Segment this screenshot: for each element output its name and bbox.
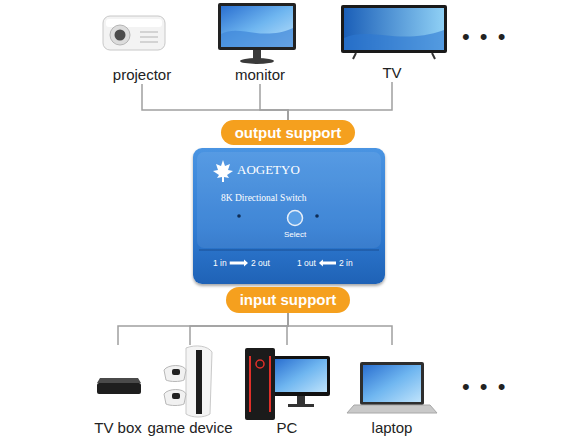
- laptop-base: [347, 405, 437, 413]
- pc-light: [249, 356, 251, 412]
- console-shell: [186, 346, 212, 417]
- connector-line: [118, 313, 288, 345]
- device-label: TV box: [94, 419, 142, 437]
- switch-top-face: [197, 152, 381, 248]
- monitor-screen: [221, 6, 293, 47]
- device-label: TV: [382, 64, 401, 82]
- switch-label: 2 in: [339, 258, 353, 268]
- controller: [164, 390, 186, 406]
- controller-pad: [172, 393, 180, 399]
- console-core: [196, 350, 202, 414]
- device-node: TV: [340, 0, 444, 82]
- pc-monitor-neck: [297, 396, 305, 404]
- laptop-lid: [360, 362, 424, 405]
- projector-vent: [140, 41, 158, 43]
- projector-top: [106, 19, 162, 27]
- device-node: projector: [100, 2, 184, 84]
- tvbox-top: [97, 378, 141, 383]
- projector-vent: [140, 31, 158, 33]
- tv-icon: [341, 5, 447, 59]
- device-node: TV box: [88, 345, 148, 437]
- projector-lens-ring: [110, 25, 130, 45]
- indicator-led: [237, 214, 241, 218]
- connector-line: [288, 82, 392, 120]
- support-pill: input support: [226, 287, 351, 313]
- device-node: game device: [143, 345, 236, 437]
- switch-label: Select: [284, 230, 306, 239]
- pc-monitor-screen: [275, 359, 327, 392]
- switch-edge: [199, 250, 379, 251]
- switch-label: 2 out: [251, 258, 270, 268]
- device-node: PC: [247, 345, 327, 437]
- ellipsis-mark: • • •: [462, 374, 507, 400]
- direction-arrow: [230, 260, 248, 267]
- tv-bezel: [341, 5, 447, 53]
- switch-label: 1 in: [213, 258, 227, 268]
- ellipsis-mark: • • •: [462, 24, 507, 50]
- pc-icon: [245, 348, 330, 420]
- pill-label: input support: [226, 287, 351, 313]
- projector-icon: [103, 16, 165, 50]
- device-label: projector: [113, 66, 171, 84]
- laptop-icon: [347, 362, 437, 413]
- pc-monitor-base: [288, 404, 314, 407]
- game-console-icon: [164, 346, 212, 417]
- tv-foot: [353, 53, 356, 59]
- monitor-icon: [218, 3, 296, 64]
- device-label: game device: [147, 419, 232, 437]
- tv-screen: [344, 8, 444, 50]
- pc-monitor-frame: [272, 356, 330, 396]
- connector-line: [190, 313, 288, 345]
- tvbox-icon: [97, 378, 141, 394]
- tv-wave: [344, 30, 444, 50]
- pc-light: [269, 356, 271, 412]
- monitor-frame: [218, 3, 296, 50]
- projector-vent: [140, 36, 158, 38]
- projector-lens: [115, 30, 126, 41]
- device-label: monitor: [235, 66, 285, 84]
- device-label: PC: [277, 419, 298, 437]
- direction-arrow: [319, 260, 336, 267]
- laptop-screen: [363, 365, 421, 402]
- tv-foot: [432, 53, 435, 59]
- controller-pad: [172, 369, 180, 375]
- controller: [164, 366, 186, 382]
- switch-box: AOGETYO 8K Directional SwitchSelect 1 in 2 …: [193, 148, 385, 284]
- switch-label: 8K Directional Switch: [221, 193, 306, 203]
- pc-fan: [256, 360, 264, 368]
- support-pill: output support: [221, 120, 356, 145]
- pill-label: output support: [221, 120, 356, 145]
- tvbox-body: [97, 383, 141, 394]
- indicator-led: [315, 214, 319, 218]
- device-node: laptop: [352, 345, 432, 437]
- select-button: [288, 211, 303, 226]
- monitor-neck: [253, 50, 261, 59]
- projector-body: [103, 16, 165, 50]
- monitor-base: [240, 58, 274, 64]
- device-label: laptop: [372, 419, 413, 437]
- connector-line: [142, 84, 288, 120]
- device-node: monitor: [215, 0, 305, 84]
- monitor-wave: [221, 28, 293, 47]
- maple-leaf-logo: [213, 160, 233, 182]
- pc-tower: [245, 348, 275, 420]
- switch-label: AOGETYO: [237, 162, 300, 178]
- connector-line: [288, 313, 392, 345]
- connector-line: [260, 84, 288, 120]
- switch-label: 1 out: [297, 258, 316, 268]
